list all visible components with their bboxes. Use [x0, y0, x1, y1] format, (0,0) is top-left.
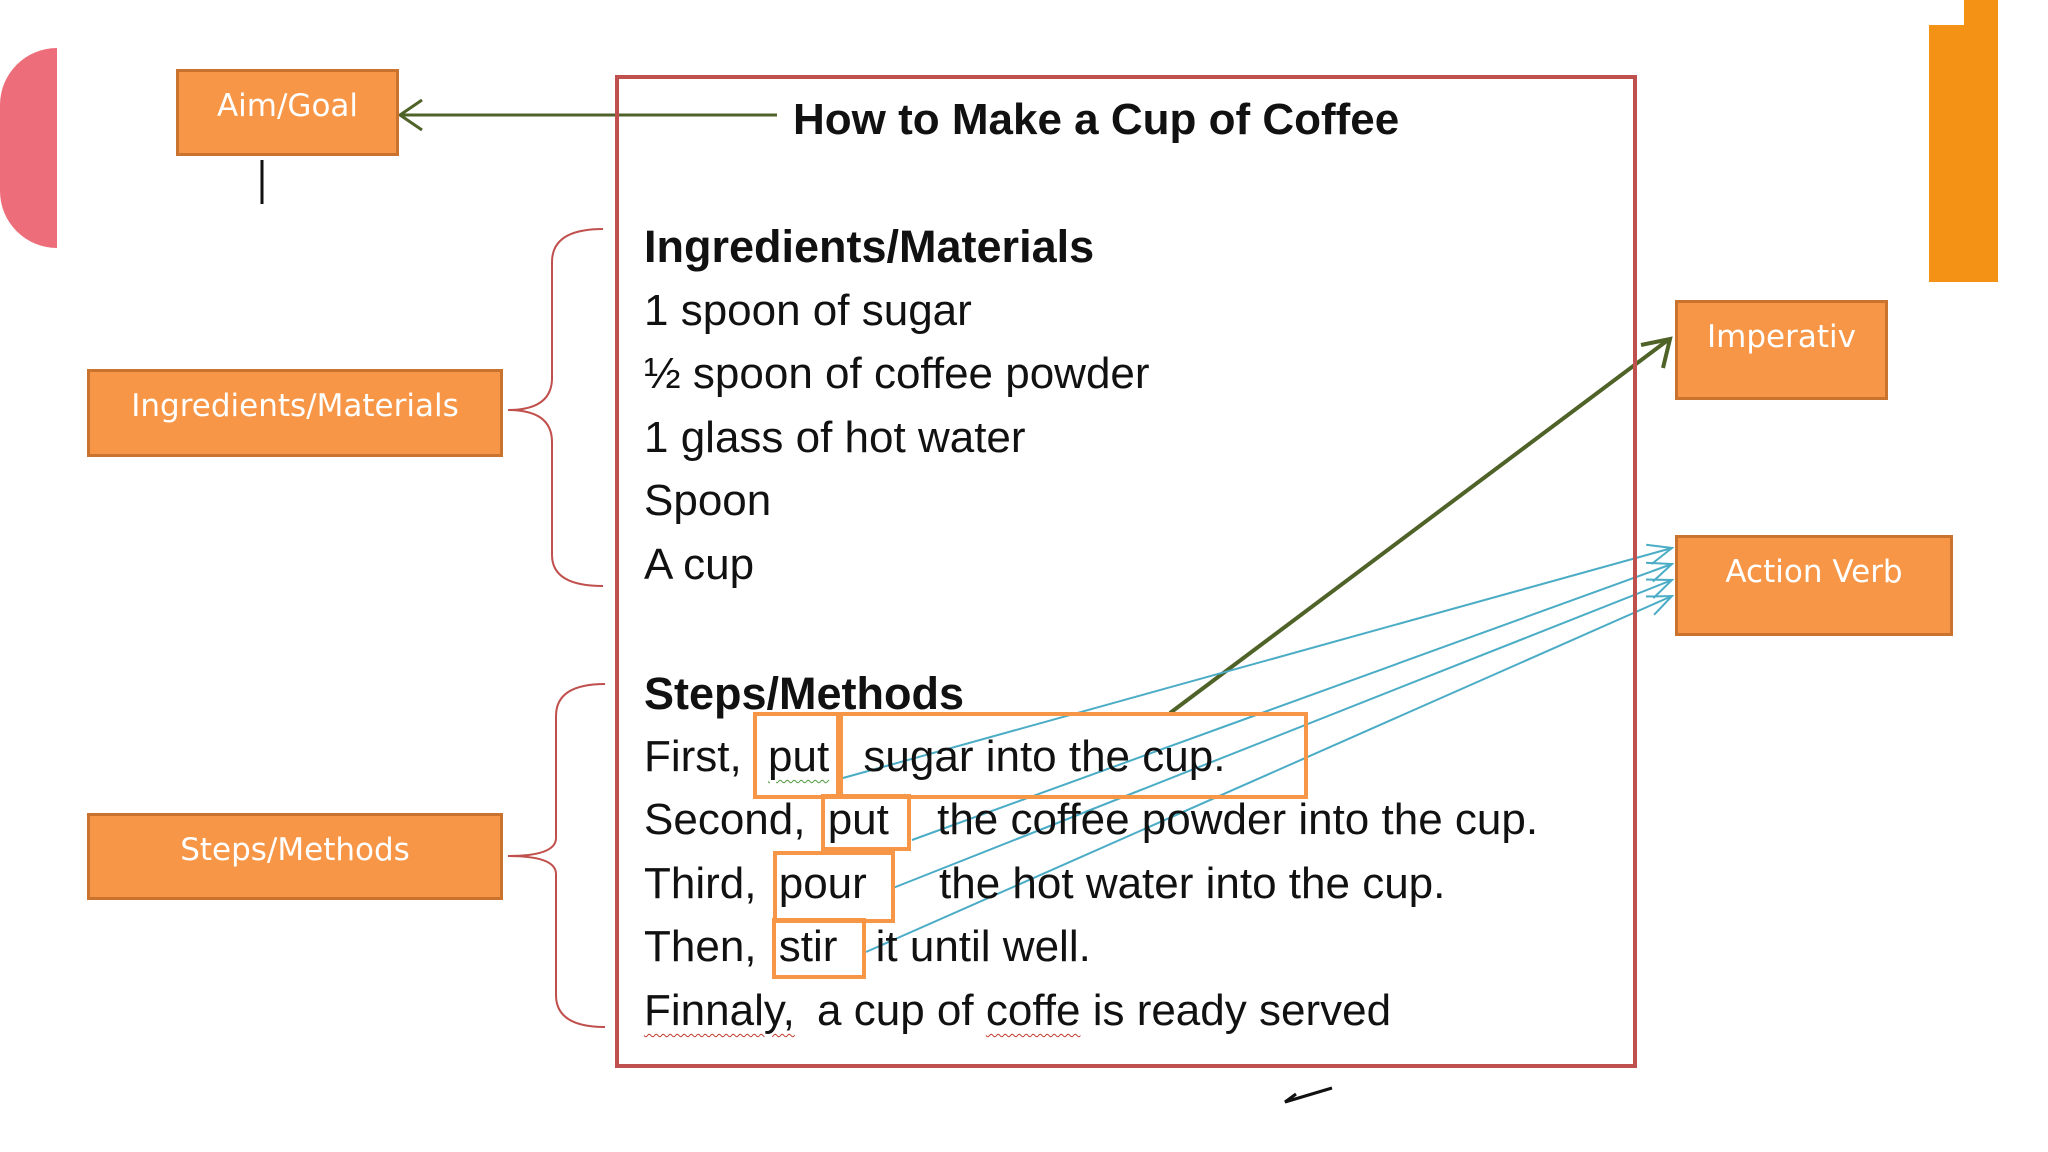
ingredients-bracket	[507, 228, 604, 587]
step-line: Then, stir it until well.	[644, 925, 1091, 969]
ingredients-heading: Ingredients/Materials	[644, 221, 1095, 272]
step-rest: sugar into the cup.	[863, 732, 1226, 781]
closing-line: Finnaly, a cup of coffe is ready served	[644, 989, 1391, 1033]
aim-goal-arrowhead	[397, 98, 423, 132]
step-verb: stir	[778, 922, 838, 971]
ingredient-item: Spoon	[644, 476, 772, 525]
ingredient-item: A cup	[644, 540, 755, 589]
highlight-put-2	[821, 794, 911, 851]
imperativ-label: Imperativ	[1675, 300, 1888, 400]
imperativ-arrowhead	[1640, 336, 1673, 369]
steps-methods-label: Steps/Methods	[87, 813, 503, 900]
step-line: First, put sugar into the cup.	[644, 735, 1225, 779]
steps-heading: Steps/Methods	[644, 668, 965, 719]
aim-goal-label: Aim/Goal	[176, 69, 399, 156]
action-verb-label: Action Verb	[1675, 535, 1953, 636]
step-rest: the coffee powder into the cup.	[937, 795, 1539, 844]
step-rest: the hot water into the cup.	[939, 859, 1446, 908]
step-lead: First,	[644, 732, 742, 781]
step-line: Second, put the coffee powder into the c…	[644, 798, 1538, 842]
highlight-put-1	[753, 712, 843, 799]
ingredient-item: 1 glass of hot water	[644, 413, 1026, 462]
decorative-orange-bar	[1929, 0, 1998, 282]
step-lead: Then,	[644, 922, 757, 971]
highlight-pour	[773, 851, 895, 923]
step-verb: put	[827, 795, 889, 844]
highlight-stir	[772, 918, 866, 979]
step-rest: it until well.	[875, 922, 1091, 971]
step-lead: Third,	[644, 859, 757, 908]
ingredient-item: 1 spoon of sugar	[644, 286, 972, 335]
step-line: Third, pour the hot water into the cup.	[644, 862, 1445, 906]
highlight-sugar-phrase	[836, 712, 1308, 799]
steps-bracket	[507, 683, 606, 1028]
step-lead: Second,	[644, 795, 806, 844]
closing-middle: a cup of	[817, 986, 974, 1035]
step-verb: pour	[778, 859, 867, 908]
closing-end: is ready served	[1092, 986, 1392, 1035]
closing-word: Finnaly,	[644, 986, 795, 1035]
step-verb: put	[768, 732, 830, 781]
decorative-pink-shape	[0, 48, 57, 248]
ingredient-item: ½ spoon of coffee powder	[644, 349, 1150, 398]
procedure-text-frame	[615, 75, 1637, 1068]
document-title: How to Make a Cup of Coffee	[793, 95, 1400, 144]
ingredients-materials-label: Ingredients/Materials	[87, 369, 503, 457]
stray-check-mark	[1284, 1086, 1333, 1104]
closing-word2: coffe	[985, 986, 1081, 1035]
